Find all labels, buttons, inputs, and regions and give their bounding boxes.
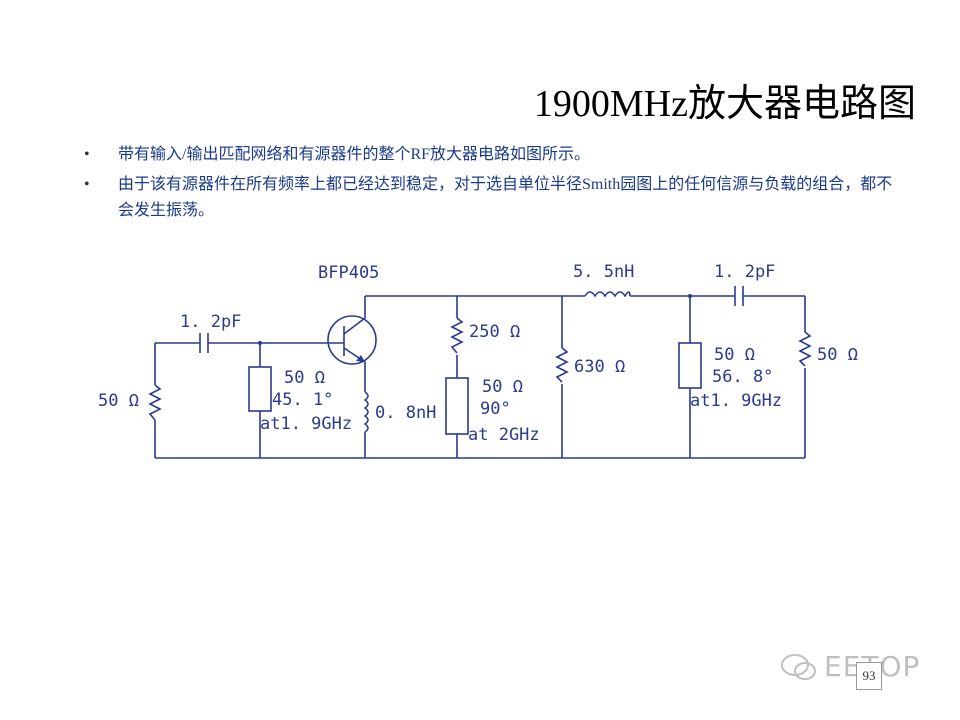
input-stub-freq: at1. 9GHz [260, 414, 352, 434]
bullet-text: 由于该有源器件在所有频率上都已经达到稳定，对于选自单位半径Smith园图上的任何… [118, 176, 893, 219]
mid-stub-impedance: 50 Ω [482, 377, 523, 397]
input-capacitor-label: 1. 2pF [180, 312, 241, 332]
shunt-resistor-icon [555, 347, 569, 383]
bullet-dot-icon: • [84, 176, 90, 193]
emitter-arrow-icon [356, 355, 365, 362]
wechat-icon [781, 653, 816, 680]
emitter-inductor-icon [363, 391, 369, 433]
mid-stub-length: 90° [480, 399, 511, 419]
bullet-text: 带有输入/输出匹配网络和有源器件的整个RF放大器电路如图所示。 [118, 146, 591, 163]
source-resistor-label: 50 Ω [98, 391, 139, 411]
load-resistor-label: 50 Ω [817, 345, 858, 365]
bullet-item: • 由于该有源器件在所有频率上都已经达到稳定，对于选自单位半径Smith园图上的… [84, 172, 904, 224]
transistor-terminals [335, 296, 366, 392]
input-stub-length: 45. 1° [272, 390, 333, 410]
input-stub-impedance: 50 Ω [284, 368, 325, 388]
slide-title: 1900MHz放大器电路图 [533, 83, 916, 125]
bullet-dot-icon: • [84, 146, 90, 163]
transistor-icon [327, 315, 377, 365]
output-stub-impedance: 50 Ω [714, 345, 755, 365]
output-stub-length: 56. 8° [712, 367, 773, 387]
series-inductor-icon [584, 291, 631, 298]
source-resistor-icon [148, 384, 162, 421]
page-number: 93 [856, 662, 882, 690]
bias-resistor-icon [450, 317, 464, 354]
bullet-item: • 带有输入/输出匹配网络和有源器件的整个RF放大器电路如图所示。 [84, 142, 904, 168]
bias-resistor-label: 250 Ω [469, 322, 520, 342]
watermark: EETOP [780, 650, 920, 683]
input-capacitor-icon [199, 333, 209, 353]
bullet-list: • 带有输入/输出匹配网络和有源器件的整个RF放大器电路如图所示。 • 由于该有… [84, 142, 904, 228]
output-capacitor-icon [734, 286, 744, 306]
output-stub-freq: at1. 9GHz [690, 391, 782, 411]
mid-stub-icon [445, 377, 469, 435]
transistor-label: BFP405 [318, 263, 379, 283]
input-stub-icon [248, 366, 272, 412]
mid-stub-freq: at 2GHz [468, 425, 540, 445]
series-inductor-label: 5. 5nH [573, 262, 634, 282]
output-stub-icon [678, 342, 702, 389]
shunt-resistor-label: 630 Ω [574, 357, 625, 377]
output-capacitor-label: 1. 2pF [714, 262, 775, 282]
load-resistor-icon [798, 331, 812, 367]
emitter-inductor-label: 0. 8nH [375, 403, 436, 423]
